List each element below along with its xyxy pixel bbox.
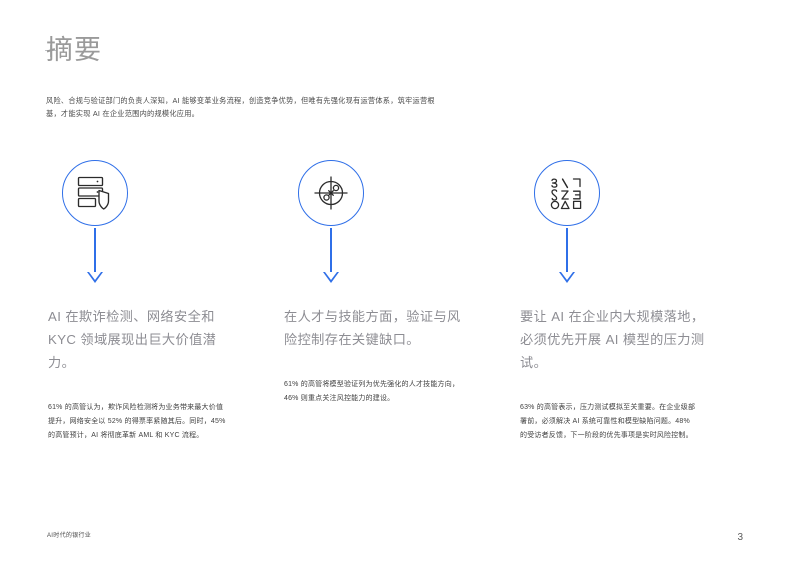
summary-columns: AI 在欺诈检测、网络安全和 KYC 领域展现出巨大价值潜力。 61% 的高管认…	[0, 160, 793, 443]
summary-headline-1: AI 在欺诈检测、网络安全和 KYC 领域展现出巨大价值潜力。	[48, 309, 217, 371]
down-arrow-connector	[62, 226, 128, 283]
summary-headline-2: 在人才与技能方面，验证与风险控制存在关键缺口。	[284, 309, 461, 348]
summary-column-2: 在人才与技能方面，验证与风险控制存在关键缺口。 61% 的高管将模型验证列为优先…	[284, 160, 489, 443]
footer-page-number: 3	[737, 532, 743, 543]
summary-body-1: 61% 的高管认为，欺诈风险检测将为业务带来最大价值提升，网络安全以 52% 的…	[48, 404, 226, 440]
summary-headline-3: 要让 AI 在企业内大规模落地，必须优先开展 AI 模型的压力测试。	[520, 309, 705, 371]
intro-paragraph: 风险、合规与验证部门的负责人深知，AI 能够变革业务流程，创造竞争优势，但唯有先…	[46, 96, 435, 119]
down-arrow-connector	[298, 226, 364, 283]
summary-column-1: AI 在欺诈检测、网络安全和 KYC 领域展现出巨大价值潜力。 61% 的高管认…	[48, 160, 253, 443]
footer-document-label: AI时代的银行业	[47, 533, 92, 539]
shapes-grid-icon	[534, 160, 600, 226]
summary-body-2: 61% 的高管将模型验证列为优先强化的人才技能方向，46% 则重点关注风控能力的…	[284, 381, 460, 403]
down-arrow-connector	[534, 226, 600, 283]
summary-column-3: 要让 AI 在企业内大规模落地，必须优先开展 AI 模型的压力测试。 63% 的…	[520, 160, 725, 443]
summary-body-3: 63% 的高管表示，压力测试模拟至关重要。在企业级部署前，必须解决 AI 系统可…	[520, 404, 696, 440]
page-title: 摘要	[46, 35, 102, 65]
crop-mark-top-left	[45, 45, 57, 57]
server-shield-icon	[62, 160, 128, 226]
target-crosshair-icon	[298, 160, 364, 226]
